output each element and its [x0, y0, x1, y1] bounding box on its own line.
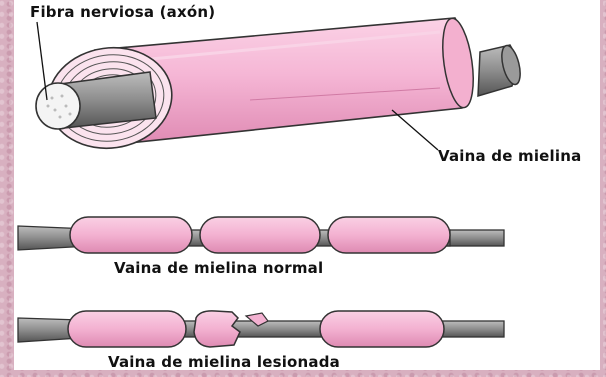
sheath-leader-line	[392, 110, 438, 150]
normal-myelin-segment	[328, 217, 450, 253]
damaged-myelin-segment	[320, 311, 444, 347]
normal-myelin-row	[18, 217, 504, 253]
damaged-sheath-label: Vaina de mielina lesionada	[108, 353, 340, 371]
axon-cut-face	[36, 83, 80, 129]
sheath-label: Vaina de mielina	[438, 147, 581, 165]
damaged-myelin-row	[18, 311, 504, 347]
axon-label: Fibra nerviosa (axón)	[30, 3, 215, 21]
normal-myelin-segment	[200, 217, 320, 253]
axon-cylinder-illustration	[36, 16, 524, 156]
axon-leader-line	[37, 22, 47, 100]
normal-myelin-segment	[70, 217, 192, 253]
damaged-myelin-fragment	[194, 311, 240, 347]
damaged-myelin-segment	[68, 311, 186, 347]
normal-sheath-label: Vaina de mielina normal	[114, 259, 323, 277]
